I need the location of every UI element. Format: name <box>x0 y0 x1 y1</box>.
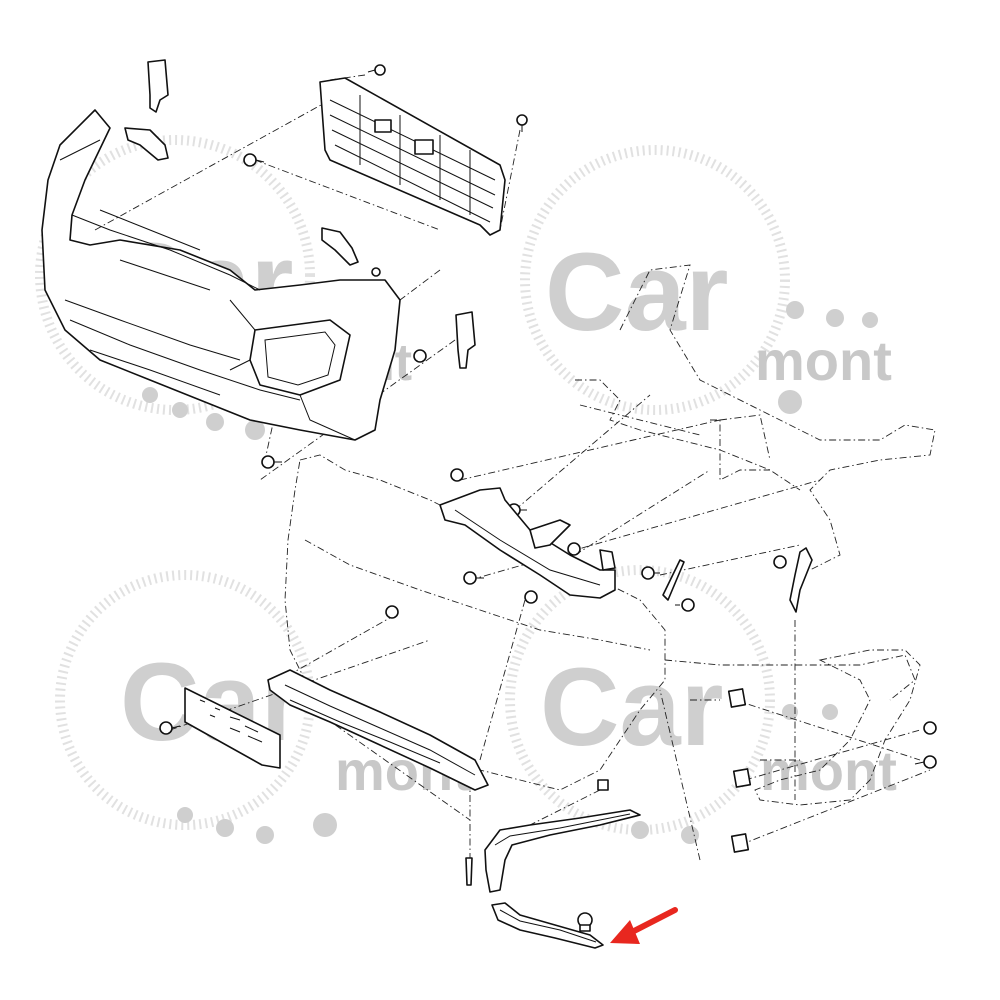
bolt-icon <box>463 571 484 585</box>
upper-right-retainer <box>455 311 476 369</box>
radiator-grille <box>319 77 506 236</box>
bolt-icon <box>923 721 937 735</box>
watermark-bottom-right: Car mont <box>505 565 897 844</box>
watermark-group: Car mont Car mont Car mont Car mont <box>35 135 897 844</box>
highlight-arrow-icon <box>610 907 678 944</box>
bolt-icon <box>773 555 787 569</box>
license-plate-bracket <box>184 687 281 769</box>
nut-icon <box>732 768 752 788</box>
nut-icon <box>727 688 747 708</box>
side-retainer-center <box>321 227 359 266</box>
upper-left-retainer <box>147 59 169 113</box>
side-retainer-left <box>124 127 169 161</box>
bolt-icon <box>524 590 538 604</box>
side-brackets-right <box>662 547 813 613</box>
bolt-icon <box>516 114 528 132</box>
watermark-brand: Car <box>540 646 723 769</box>
bolt-icon <box>371 267 381 277</box>
fender-bracket <box>789 547 813 613</box>
bolt-icon <box>450 468 464 482</box>
bolt-icon <box>914 755 937 769</box>
side-stay <box>662 559 685 601</box>
watermark-bottom-left: Car mont <box>55 570 472 844</box>
watermark-sub: mont <box>755 329 892 392</box>
vehicle-body-outline <box>284 264 936 791</box>
watermark-brand: Car <box>545 231 728 354</box>
lower-grille <box>267 669 489 791</box>
bolt-icon <box>367 64 386 76</box>
reinforcement-bracket <box>529 519 571 549</box>
watermark-top-right: Car mont <box>520 145 892 415</box>
fender-liner <box>754 649 921 806</box>
bumper-brackets <box>124 59 476 369</box>
bolt-icon <box>675 598 695 612</box>
retainer-nuts <box>597 688 752 853</box>
watermark-sub: mont <box>760 739 897 802</box>
front-bumper-cover <box>41 109 401 441</box>
pin-fastener <box>465 857 473 886</box>
upper-trim-molding <box>484 809 641 893</box>
nut-icon <box>597 779 609 791</box>
bolt-icon <box>567 542 581 556</box>
bolt-icon <box>243 153 265 167</box>
nut-icon <box>730 833 750 853</box>
bolt-icon <box>385 605 399 619</box>
clip-icon <box>577 912 593 932</box>
bolt-icon <box>159 721 181 735</box>
bolt-icon <box>261 455 282 469</box>
bolt-icon <box>641 566 660 580</box>
lower-trim-molding <box>491 902 604 949</box>
bumper-reinforcement <box>439 487 616 599</box>
bolt-icon <box>413 349 427 363</box>
